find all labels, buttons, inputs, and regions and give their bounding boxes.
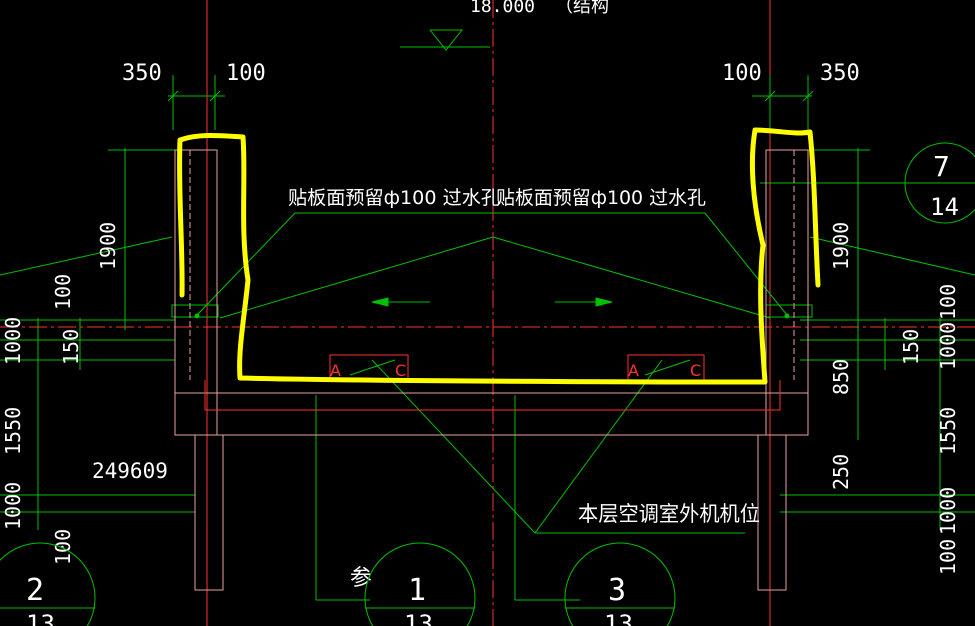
section-c-left: C (395, 361, 406, 380)
dim-right-850: 850 (829, 359, 853, 395)
section-a-left: A (330, 361, 341, 380)
callout-7-sheet: 14 (930, 193, 959, 221)
dim-right-100-a: 100 (936, 284, 960, 320)
dim-left-1000-b: 1000 (1, 482, 25, 530)
wall-outlines (174, 149, 809, 591)
callout-2-sheet: 13 (26, 610, 55, 626)
dim-right-150: 150 (899, 329, 923, 365)
dim-left-150: 150 (59, 329, 83, 365)
section-a-right: A (628, 361, 639, 380)
dim-right-100: 100 (722, 61, 762, 86)
dim-left-100-a: 100 (51, 274, 75, 310)
callout-1-num: 1 (408, 573, 426, 608)
dim-right-250: 250 (829, 454, 853, 490)
dim-right-1550: 1550 (936, 407, 960, 455)
callout-7: 7 14 (904, 142, 975, 224)
dim-left-1550: 1550 (1, 407, 25, 455)
dim-right-350: 350 (820, 61, 860, 86)
callout-3-sheet: 13 (604, 610, 633, 626)
elevation-label: 18.000 (470, 0, 535, 17)
callout-1: 1 13 (364, 542, 476, 626)
dim-right-1000-b: 1000 (936, 487, 960, 535)
stray-number: 249609 (92, 459, 168, 483)
section-marks (329, 354, 705, 382)
dim-left-100: 100 (226, 61, 266, 86)
section-c-right: C (690, 361, 701, 380)
dim-left-100-b: 100 (51, 529, 75, 565)
callout-7-num: 7 (933, 150, 950, 183)
ac-unit-label: 本层空调室外机机位 (578, 502, 760, 526)
callout-3-num: 3 (608, 573, 626, 608)
highlight-outline (177, 127, 821, 385)
dim-left-350: 350 (122, 61, 162, 86)
callout-2: 2 13 (0, 542, 96, 626)
dim-left-1900: 1900 (96, 222, 120, 270)
green-linework (0, 29, 975, 601)
dim-right-1900: 1900 (829, 222, 853, 270)
dim-right-100-b: 100 (936, 539, 960, 575)
callout-3: 3 13 (564, 542, 676, 626)
drain-note-left: 贴板面预留ф100 过水孔 (288, 187, 500, 209)
callout-1-sheet: 13 (404, 610, 433, 626)
structure-note: （结构 (555, 0, 609, 17)
dim-left-1000: 1000 (1, 317, 25, 365)
drain-note-right: 贴板面预留ф100 过水孔 (496, 187, 706, 209)
dim-right-1000: 1000 (936, 322, 960, 370)
callout-2-num: 2 (26, 573, 44, 608)
